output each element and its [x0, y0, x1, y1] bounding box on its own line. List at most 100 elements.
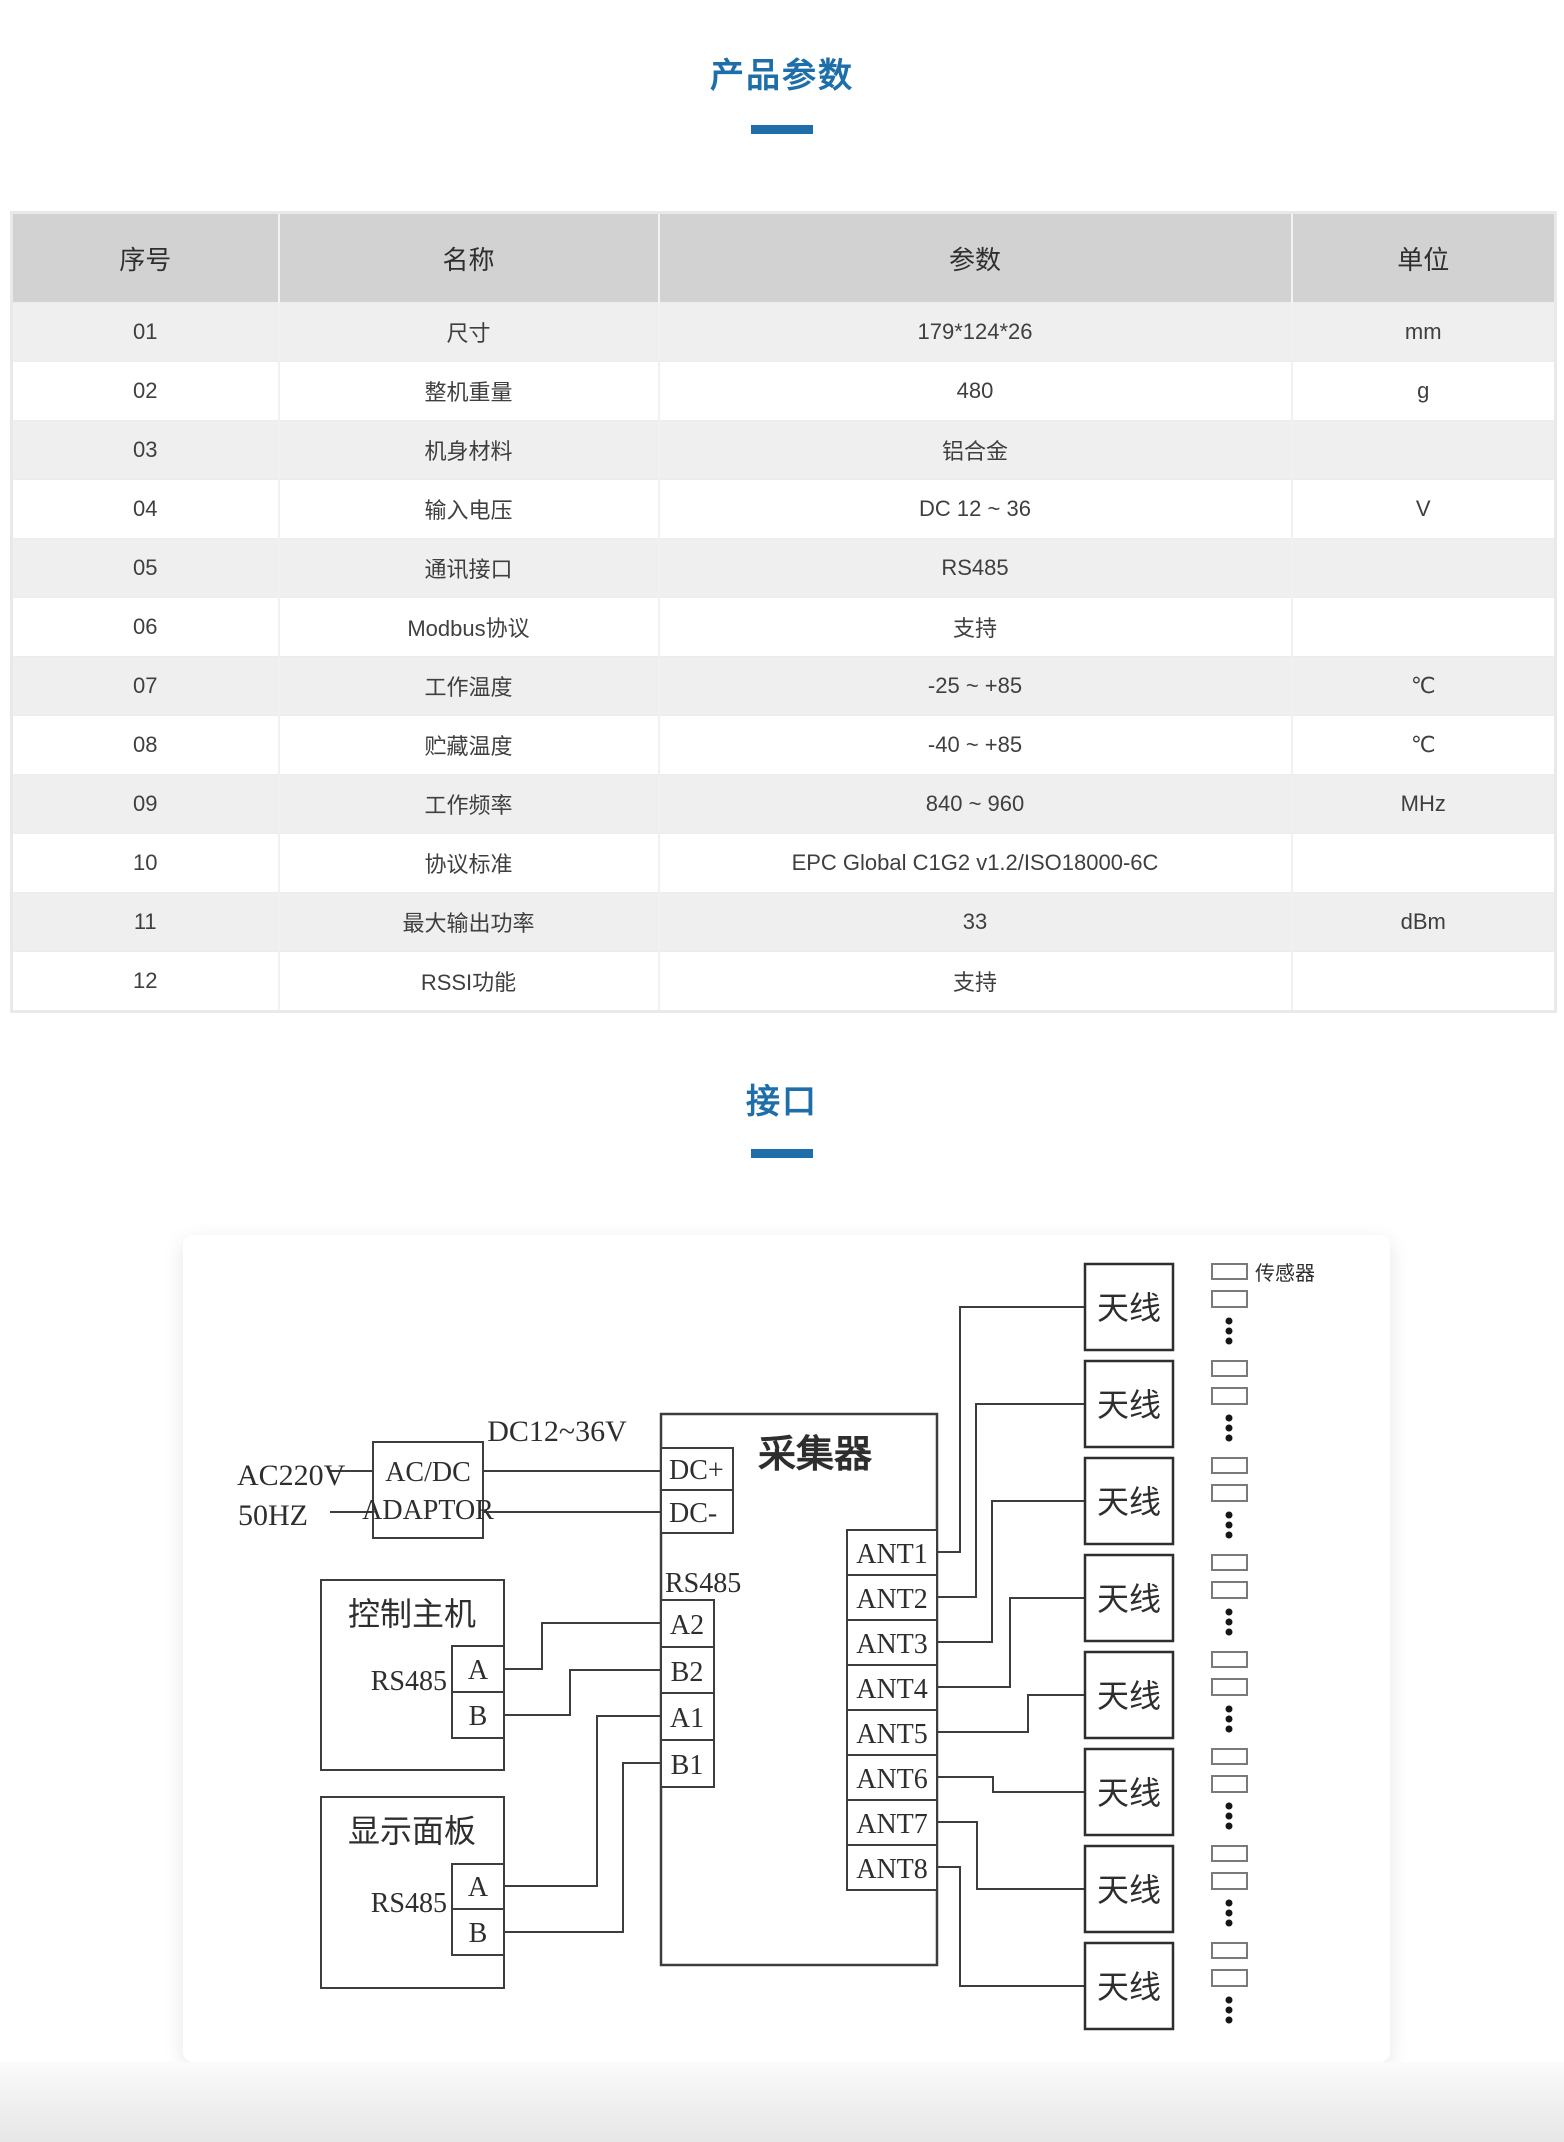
interface-diagram-card: AC220V 50HZ AC/DC ADAPTOR DC12~36V 采集器 D…: [183, 1235, 1390, 2062]
antenna-box-2: [1083, 1359, 1175, 1449]
wire-host-a-to-a2: [504, 1622, 661, 1670]
cell-unit: [1290, 597, 1556, 657]
table-header-row: 序号 名称 参数 单位: [11, 212, 1556, 303]
cell-no: 01: [11, 302, 279, 362]
ant7-port-box: [846, 1799, 938, 1846]
wire-panel-b-to-b1: [504, 1762, 661, 1933]
cell-unit: [1290, 420, 1556, 480]
control-host-port-a-label: A: [468, 1655, 489, 1686]
wire-host-b-to-b2: [504, 1669, 661, 1716]
cell-param: 33: [657, 892, 1292, 952]
wire-ant7: [937, 1821, 1085, 1890]
ant5-port-box: [846, 1709, 938, 1756]
adaptor-label-line1: AC/DC: [385, 1457, 471, 1488]
title-underline: [751, 125, 813, 134]
wire-ant4: [937, 1597, 1085, 1688]
antenna-box-7: [1083, 1844, 1175, 1934]
cell-unit: [1290, 951, 1556, 1012]
cell-no: 02: [11, 361, 279, 421]
cell-unit: ℃: [1290, 656, 1556, 716]
wire-ant3: [937, 1500, 1085, 1643]
cell-param: 支持: [657, 951, 1292, 1012]
display-panel-rs485-label: RS485: [371, 1888, 447, 1919]
column-header-name: 名称: [277, 212, 659, 303]
power-source-label-line2: 50HZ: [238, 1499, 308, 1532]
antenna-label: 天线: [1097, 1969, 1161, 2005]
cell-no: 03: [11, 420, 279, 480]
cell-name: 工作频率: [277, 774, 659, 834]
dc-minus-port: [660, 1489, 734, 1534]
cell-unit: [1290, 833, 1556, 893]
ant6-label: ANT6: [856, 1764, 928, 1795]
port-a1-label: A1: [670, 1703, 704, 1734]
cell-no: 09: [11, 774, 279, 834]
control-host-rs485-label: RS485: [371, 1666, 447, 1697]
cell-name: 通讯接口: [277, 538, 659, 598]
cell-param: 480: [657, 361, 1292, 421]
collector-rs485-label: RS485: [665, 1568, 741, 1599]
ant-port-column: ANT1 ANT2 ANT3 ANT4 ANT5 ANT6 ANT7 ANT8: [846, 1529, 938, 1891]
antenna-box-4: [1083, 1553, 1175, 1643]
adaptor-label-line2: ADAPTOR: [362, 1495, 494, 1526]
cell-name: 工作温度: [277, 656, 659, 716]
cell-param: -40 ~ +85: [657, 715, 1292, 775]
cell-param: 支持: [657, 597, 1292, 657]
cell-param: 铝合金: [657, 420, 1292, 480]
wire-ant8: [937, 1866, 1085, 1987]
sensor-tag: [1211, 1748, 1248, 1765]
display-panel-port-b-box: [451, 1908, 505, 1956]
wire-ant2: [937, 1403, 1085, 1598]
ant4-label: ANT4: [856, 1674, 928, 1705]
port-b1-label: B1: [671, 1750, 704, 1781]
cell-param: 179*124*26: [657, 302, 1292, 362]
cell-name: 贮藏温度: [277, 715, 659, 775]
port-a2-box: [660, 1599, 715, 1648]
sensor-tag: [1211, 1387, 1248, 1405]
sensor-tag: [1211, 1969, 1248, 1987]
cell-unit: dBm: [1290, 892, 1556, 952]
antenna-label: 天线: [1097, 1775, 1161, 1811]
sensor-tag: [1211, 1651, 1248, 1668]
ant3-port-box: [846, 1619, 938, 1666]
display-panel-port-b-label: B: [469, 1918, 488, 1949]
antenna-label: 天线: [1097, 1872, 1161, 1908]
column-header-param: 参数: [657, 212, 1292, 303]
sensor-label: 传感器: [1255, 1262, 1315, 1285]
sensor-tag: [1211, 1942, 1248, 1959]
ant2-label: ANT2: [856, 1584, 928, 1615]
cell-name: RSSI功能: [277, 951, 659, 1012]
ant8-port-box: [846, 1844, 938, 1891]
cell-param: EPC Global C1G2 v1.2/ISO18000-6C: [657, 833, 1292, 893]
control-host-label: 控制主机: [348, 1596, 476, 1632]
antenna-column: 天线 天线 天线 天线 天线 天线 天线 天线: [1083, 1262, 1175, 2031]
control-host-port-a-box: [451, 1645, 505, 1693]
column-header-unit: 单位: [1290, 212, 1556, 303]
section-title-interface: 接口: [746, 1083, 818, 1121]
cell-no: 05: [11, 538, 279, 598]
port-b1-box: [660, 1739, 715, 1788]
cell-name: Modbus协议: [277, 597, 659, 657]
footer-band: [0, 2062, 1564, 2142]
cell-param: -25 ~ +85: [657, 656, 1292, 716]
port-a2-label: A2: [670, 1610, 704, 1641]
interface-diagram: AC220V 50HZ AC/DC ADAPTOR DC12~36V 采集器 D…: [237, 1262, 1315, 2031]
sensor-tag: [1211, 1678, 1248, 1696]
ant5-label: ANT5: [856, 1719, 928, 1750]
ant4-port-box: [846, 1664, 938, 1711]
sensor-tag: [1211, 1484, 1248, 1502]
sensor-tag: [1211, 1263, 1248, 1280]
cell-name: 输入电压: [277, 479, 659, 539]
cell-unit: ℃: [1290, 715, 1556, 775]
wire-ant5: [937, 1694, 1085, 1733]
adaptor-box: [372, 1441, 484, 1539]
antenna-label: 天线: [1097, 1678, 1161, 1714]
cell-no: 08: [11, 715, 279, 775]
ant2-port-box: [846, 1574, 938, 1621]
